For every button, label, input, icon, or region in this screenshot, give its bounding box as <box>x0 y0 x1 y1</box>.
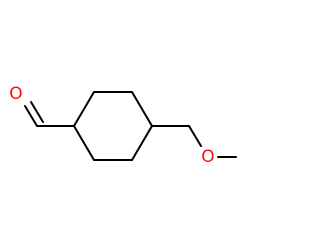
carbonyl-oxygen-label: O <box>9 84 22 104</box>
ether-oxygen-label: O <box>201 147 214 167</box>
molecule-diagram: O O <box>9 84 237 167</box>
ring-bond <box>73 91 95 127</box>
ch2-to-oxygen-bond <box>188 125 202 147</box>
cyclohexane-ring <box>73 91 153 161</box>
carbonyl-double-bond-inner <box>30 101 44 123</box>
aldehyde-group: O <box>9 84 75 127</box>
structure-canvas: O O <box>9 84 237 167</box>
ring-bond <box>73 125 95 161</box>
ring-bond <box>131 91 153 127</box>
ring-bond <box>131 125 153 161</box>
methoxymethyl-group: O <box>151 125 237 167</box>
carbonyl-double-bond-outer <box>24 105 38 127</box>
